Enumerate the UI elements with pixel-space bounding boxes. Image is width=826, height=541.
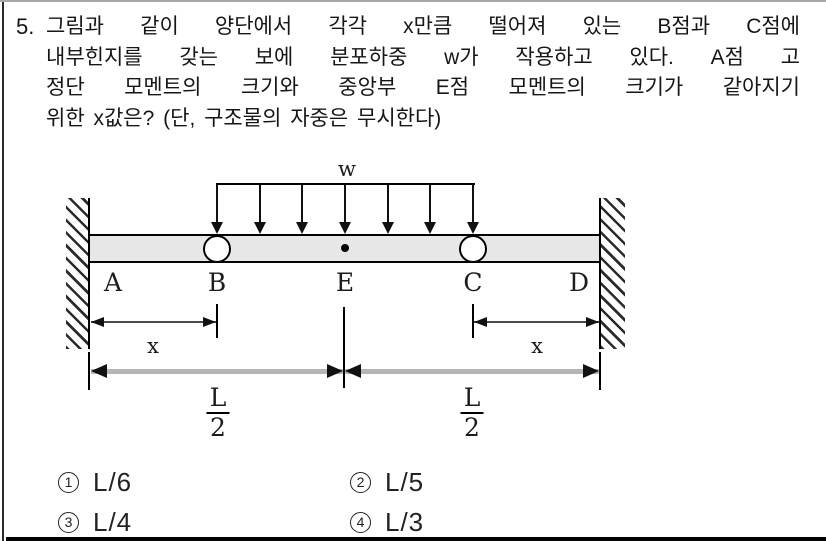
- option-2: 2 L/5: [350, 466, 425, 497]
- load-arrow-shaft: [216, 185, 218, 222]
- option-1: 1 L/6: [58, 466, 133, 497]
- fraction-denominator: 2: [210, 413, 226, 442]
- dim-l2-right-line: [345, 369, 599, 374]
- left-wall-line: [88, 198, 90, 349]
- page-bottom-border: [6, 537, 826, 541]
- option-1-number-badge: 1: [58, 471, 79, 493]
- dim-x-left-label: x: [147, 334, 159, 358]
- question-text: 그림과 같이 양단에서 각각 x만큼 떨어져 있는 B점과 C점에 내부힌지를 …: [46, 12, 800, 134]
- load-arrow-head: [382, 222, 394, 234]
- tick-c: [472, 304, 474, 338]
- option-2-label: L/5: [385, 466, 425, 497]
- load-arrow-head: [424, 222, 436, 234]
- point-label-a: A: [103, 268, 123, 297]
- question-number: 5.: [16, 14, 35, 39]
- dim-x-left-arrowhead-left: [91, 317, 104, 327]
- dim-l2-right-arrowhead-right: [583, 364, 599, 378]
- question-line-2: 내부힌지를 갖는 보에 분포하중 w가 작용하고 있다. A점 고: [46, 45, 800, 69]
- page-left-border: [2, 0, 4, 541]
- dim-x-right-label: x: [531, 334, 543, 358]
- hinge-b: [203, 235, 231, 263]
- right-wall-hatching: [601, 198, 625, 349]
- dim-x-right-arrowhead-left: [474, 317, 487, 327]
- load-arrow-shaft: [344, 185, 346, 222]
- load-arrow-shaft: [387, 185, 389, 222]
- fraction-bar: [460, 412, 484, 414]
- option-4-label: L/3: [385, 506, 425, 537]
- point-label-d: D: [568, 268, 590, 297]
- load-arrow-shaft: [259, 185, 261, 222]
- load-arrow-shaft: [429, 185, 431, 222]
- fraction-numerator: L: [463, 383, 481, 412]
- load-arrow-shaft: [472, 185, 474, 222]
- option-3: 3 L/4: [58, 506, 133, 537]
- dim-x-right-line: [474, 321, 599, 323]
- option-1-label: L/6: [93, 466, 133, 497]
- load-arrow-head: [254, 222, 266, 234]
- load-arrow-head: [339, 222, 351, 234]
- option-4-number-badge: 4: [350, 511, 371, 533]
- point-e-marker: [341, 244, 349, 252]
- distributed-load-bar: [216, 183, 475, 185]
- load-label: w: [338, 157, 356, 181]
- hinge-c: [459, 235, 487, 263]
- page-top-border: [0, 0, 826, 2]
- question-line-4: 위한 x값은? (단, 구조물의 자중은 무시한다): [46, 106, 442, 130]
- dim-x-left-line: [91, 321, 216, 323]
- dim-x-right-arrowhead-right: [586, 317, 599, 327]
- question-line-3: 정단 모멘트의 크기와 중앙부 E점 모멘트의 크기가 같아지기: [46, 76, 800, 100]
- fraction-l-over-2-right: L 2: [460, 383, 484, 442]
- point-label-b: B: [207, 268, 227, 297]
- fraction-l-over-2-left: L 2: [206, 383, 230, 442]
- dim-l2-left-line: [91, 369, 343, 374]
- load-arrow-head: [211, 222, 223, 234]
- point-label-e: E: [335, 268, 355, 297]
- tick-e: [343, 307, 345, 388]
- tick-left-wall-lower: [88, 352, 90, 390]
- option-3-number-badge: 3: [58, 511, 79, 533]
- option-3-label: L/4: [93, 506, 133, 537]
- question-line-1: 그림과 같이 양단에서 각각 x만큼 떨어져 있는 B점과 C점에: [46, 15, 800, 38]
- load-arrow-head: [467, 222, 479, 234]
- option-4: 4 L/3: [350, 506, 425, 537]
- left-wall-hatching: [66, 198, 89, 349]
- tick-right-wall-lower: [599, 352, 601, 390]
- dim-l2-right-arrowhead-left: [345, 364, 361, 378]
- dim-l2-left-arrowhead-left: [91, 364, 107, 378]
- point-label-c: C: [463, 268, 483, 297]
- dim-x-left-arrowhead-right: [203, 317, 216, 327]
- fraction-bar: [206, 412, 230, 414]
- load-arrow-shaft: [301, 185, 303, 222]
- fraction-denominator: 2: [464, 413, 480, 442]
- load-arrow-head: [296, 222, 308, 234]
- right-wall-line: [599, 198, 601, 349]
- dim-l2-left-arrowhead-right: [327, 364, 343, 378]
- fraction-numerator: L: [209, 383, 227, 412]
- tick-b: [216, 304, 218, 338]
- option-2-number-badge: 2: [350, 471, 371, 493]
